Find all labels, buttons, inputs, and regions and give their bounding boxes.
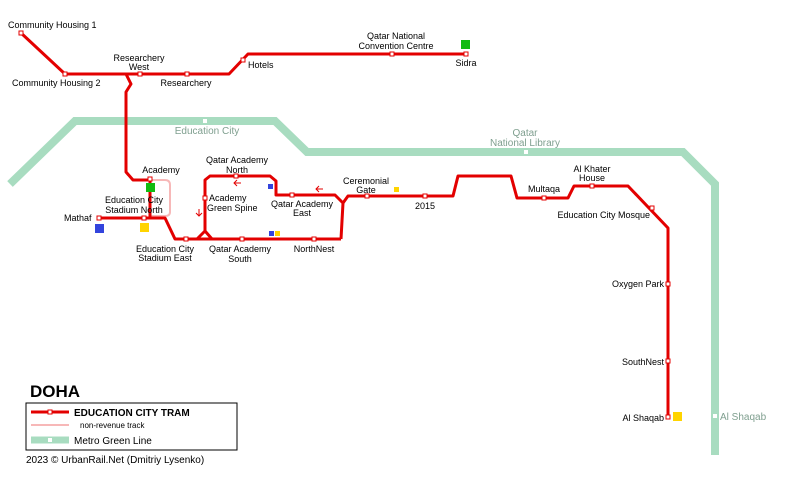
label-ecsn-1: Education City bbox=[105, 195, 164, 205]
legend-tram-station bbox=[47, 409, 53, 415]
tram-station-markers bbox=[18, 30, 671, 420]
label-qncc-1: Qatar National bbox=[367, 31, 425, 41]
label-oxygen-park: Oxygen Park bbox=[612, 279, 665, 289]
legend-nonrevenue-label: non-revenue track bbox=[80, 421, 145, 430]
label-green-al-shaqab: Al Shaqab bbox=[720, 412, 767, 423]
label-agreen-1: Academy bbox=[209, 193, 247, 203]
station-researchery-west bbox=[137, 71, 143, 77]
label-qae-2: East bbox=[293, 208, 312, 218]
label-ceremonial-1: Ceremonial bbox=[343, 176, 389, 186]
square-icon-yellow-ceremonial bbox=[394, 187, 399, 192]
station-education-city-stadium-east bbox=[183, 236, 189, 242]
label-green-qnl-2: National Library bbox=[490, 138, 560, 149]
square-icon-yellow-stadium-north bbox=[140, 223, 149, 232]
green-station-education-city bbox=[203, 119, 207, 123]
label-qas-1: Qatar Academy bbox=[209, 244, 272, 254]
label-ecmosque: Education City Mosque bbox=[557, 210, 650, 220]
station-ceremonial-gate bbox=[364, 193, 370, 199]
station-qatar-academy-east bbox=[289, 192, 295, 198]
label-ecse-2: Stadium East bbox=[138, 253, 192, 263]
station-community-housing-2 bbox=[62, 71, 68, 77]
label-researchery-west-2: West bbox=[129, 62, 150, 72]
label-ecse-1: Education City bbox=[136, 244, 195, 254]
square-icon-blue-qa-north bbox=[268, 184, 273, 189]
station-qatar-national-convention-centre bbox=[389, 51, 395, 57]
station-al-shaqab bbox=[665, 414, 671, 420]
legend-green-label: Metro Green Line bbox=[74, 436, 152, 447]
legend: EDUCATION CITY TRAM non-revenue track Me… bbox=[25, 402, 238, 451]
label-ecsn-2: Stadium North bbox=[105, 205, 163, 215]
station-academy-green-spine bbox=[202, 195, 208, 201]
label-researchery-west-1: Researchery bbox=[113, 53, 165, 63]
label-mathaf: Mathaf bbox=[64, 213, 92, 223]
map-title: DOHA bbox=[30, 382, 80, 401]
green-station-al-shaqab bbox=[713, 414, 717, 418]
station-multaqa bbox=[541, 195, 547, 201]
label-hotels: Hotels bbox=[248, 60, 274, 70]
station-mathaf bbox=[96, 215, 102, 221]
label-academy: Academy bbox=[142, 165, 180, 175]
label-alkhater-2: House bbox=[579, 173, 605, 183]
label-qae-1: Qatar Academy bbox=[271, 199, 334, 209]
station-hotels bbox=[240, 57, 246, 63]
label-green-education-city: Education City bbox=[175, 126, 239, 137]
station-education-city-mosque bbox=[649, 205, 655, 211]
label-multaqa: Multaqa bbox=[528, 184, 560, 194]
label-community-housing-2: Community Housing 2 bbox=[12, 78, 101, 88]
label-qncc-2: Convention Centre bbox=[358, 41, 433, 51]
label-qan-2: North bbox=[226, 165, 248, 175]
station-sidra bbox=[463, 51, 469, 57]
station-community-housing-1 bbox=[18, 30, 24, 36]
label-community-housing-1: Community Housing 1 bbox=[8, 20, 97, 30]
label-al-shaqab: Al Shaqab bbox=[622, 413, 664, 423]
station-oxygen-park bbox=[665, 281, 671, 287]
station-qatar-academy-north bbox=[233, 173, 239, 179]
station-northnest bbox=[311, 236, 317, 242]
station-al-khater-house bbox=[589, 183, 595, 189]
label-sidra: Sidra bbox=[455, 58, 476, 68]
station-qatar-academy-south bbox=[239, 236, 245, 242]
label-alkhater-1: Al Khater bbox=[573, 164, 610, 174]
square-icon-green-sidra bbox=[461, 40, 470, 49]
non-revenue-track bbox=[150, 179, 171, 217]
label-ceremonial-2: Gate bbox=[356, 185, 376, 195]
station-researchery bbox=[184, 71, 190, 77]
metro-green-line bbox=[7, 117, 719, 455]
green-station-qatar-national-library bbox=[524, 150, 528, 154]
label-qas-2: South bbox=[228, 254, 252, 264]
arrow-down-icon bbox=[195, 209, 203, 217]
square-icon-yellow-al-shaqab bbox=[673, 412, 682, 421]
legend-tram-label: EDUCATION CITY TRAM bbox=[74, 408, 190, 419]
station-southnest bbox=[665, 358, 671, 364]
station-2015 bbox=[422, 193, 428, 199]
square-icon-yellow-qa-south bbox=[275, 231, 280, 236]
label-researchery: Researchery bbox=[160, 78, 212, 88]
label-agreen-2: Green Spine bbox=[207, 203, 258, 213]
station-academy bbox=[147, 176, 153, 182]
legend-green-station bbox=[48, 438, 52, 442]
square-icon-blue-mathaf bbox=[95, 224, 104, 233]
label-southnest: SouthNest bbox=[622, 357, 665, 367]
square-icon-blue-qa-south bbox=[269, 231, 274, 236]
arrow-left-icon bbox=[233, 179, 241, 187]
arrow-left-icon bbox=[315, 185, 323, 193]
label-green-qnl-1: Qatar bbox=[512, 128, 538, 139]
copyright: 2023 © UrbanRail.Net (Dmitriy Lysenko) bbox=[26, 455, 204, 466]
label-2015: 2015 bbox=[415, 201, 435, 211]
education-city-tram-line bbox=[19, 31, 670, 418]
label-qan-1: Qatar Academy bbox=[206, 155, 269, 165]
square-icon-green-academy bbox=[146, 183, 155, 192]
station-education-city-stadium-north bbox=[141, 215, 147, 221]
label-northnest: NorthNest bbox=[294, 244, 335, 254]
